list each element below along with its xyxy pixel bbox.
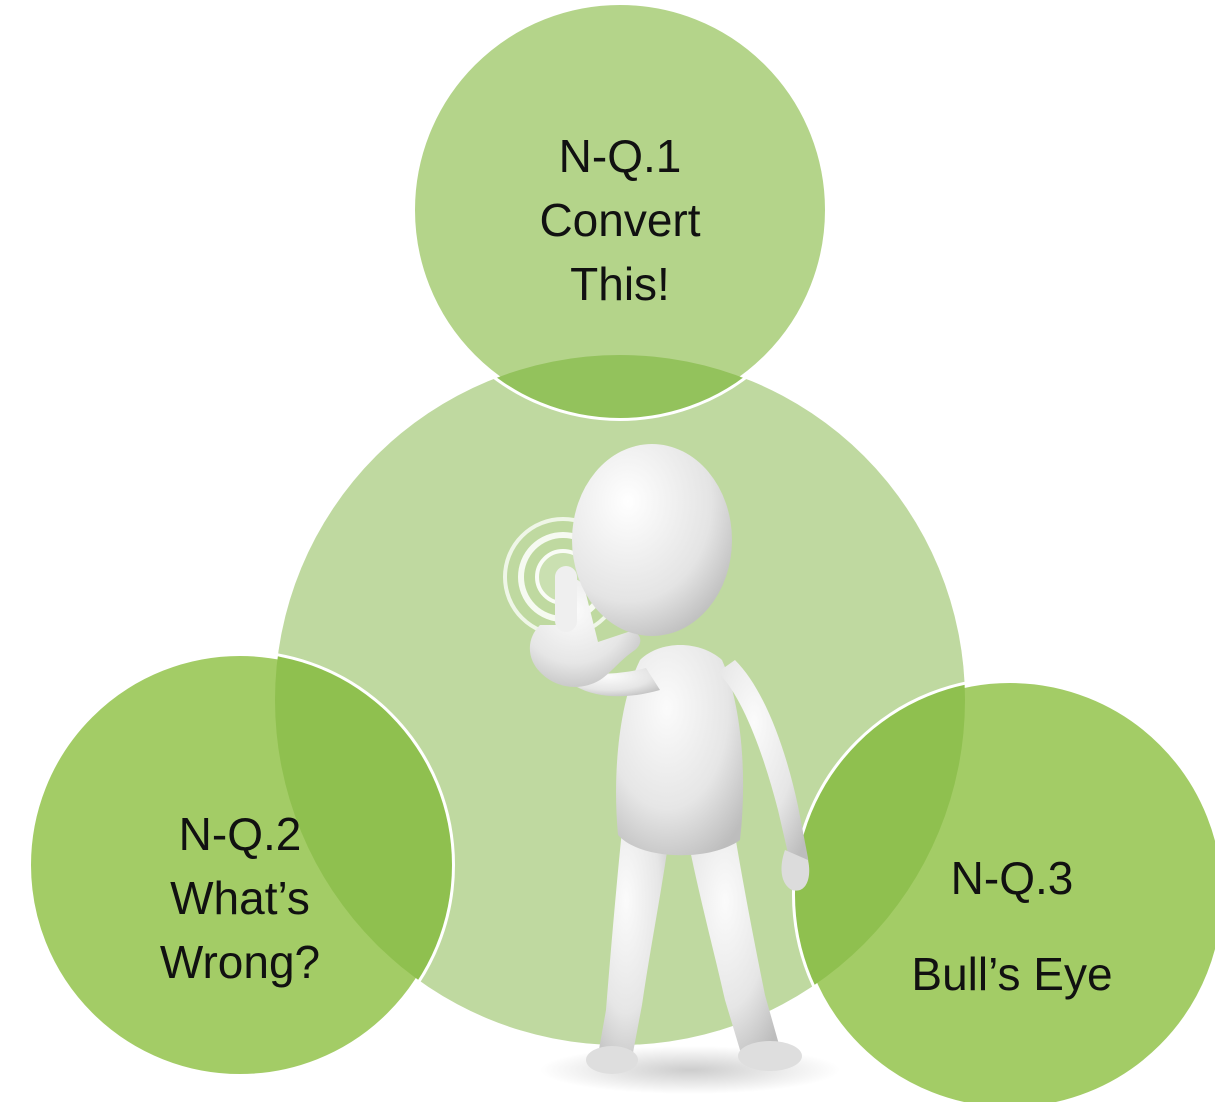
top-circle-title-line2: This! — [570, 258, 670, 310]
top-circle-title-line1: Convert — [539, 194, 701, 246]
figure-left-foot — [586, 1046, 638, 1074]
left-circle-code: N-Q.2 — [178, 808, 302, 860]
right-circle-label: N-Q.3 Bull’s Eye — [862, 830, 1162, 1022]
figure-right-leg — [688, 835, 781, 1059]
right-circle-code: N-Q.3 — [950, 852, 1074, 904]
figure-right-hand — [781, 850, 810, 891]
left-circle-label: N-Q.2 What’s Wrong? — [90, 802, 390, 994]
figure-right-arm — [718, 660, 809, 870]
figure-left-leg — [597, 830, 668, 1065]
figure-head — [572, 444, 732, 636]
figure-pointing-finger — [555, 566, 577, 632]
figure-pointing-hand — [529, 578, 641, 687]
left-circle-title-line2: Wrong? — [159, 936, 321, 988]
figure-right-foot — [738, 1041, 802, 1071]
right-circle-title: Bull’s Eye — [911, 948, 1113, 1000]
left-circle-title-line1: What’s — [170, 872, 310, 924]
stick-figure-illustration — [503, 444, 810, 1074]
top-circle-code: N-Q.1 — [558, 130, 682, 182]
figure-torso — [616, 645, 744, 856]
top-circle-label: N-Q.1 Convert This! — [470, 124, 770, 316]
